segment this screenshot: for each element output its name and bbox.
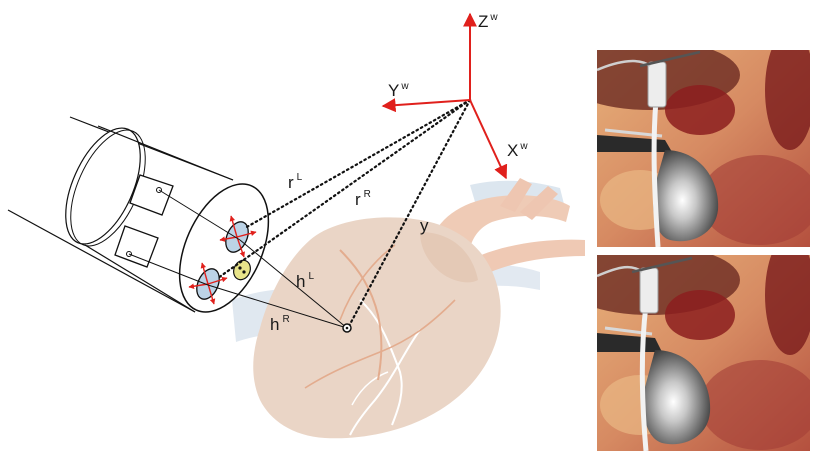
stereo-endoscope [8, 117, 286, 326]
right-stereo-view [560, 235, 814, 451]
target-point-center [346, 327, 349, 330]
heart-illustration [232, 178, 585, 438]
world-axes [383, 14, 506, 178]
x-axis-arrow [470, 100, 506, 178]
left-stereo-view [560, 30, 814, 247]
y-axis-arrow [383, 100, 470, 106]
y-distance-label: y [420, 216, 429, 235]
light-source-dot-1 [238, 266, 241, 269]
light-source-dot-2 [242, 270, 245, 273]
sensor-right [115, 226, 158, 267]
